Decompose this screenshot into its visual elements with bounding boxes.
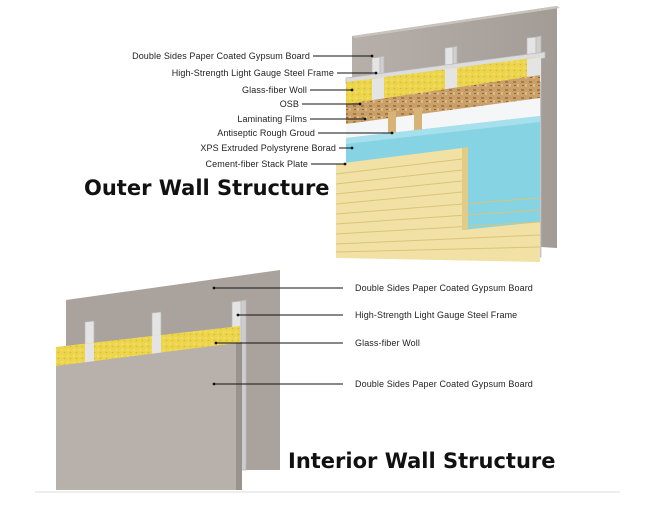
interior-label-gypsum-board-bottom: Double Sides Paper Coated Gypsum Board <box>355 379 533 389</box>
outer-label-laminating-films: Laminating Films <box>237 114 307 124</box>
outer-label-cement-fiber: Cement-fiber Stack Plate <box>205 159 308 169</box>
interior-label-gypsum-board-top: Double Sides Paper Coated Gypsum Board <box>355 283 533 293</box>
outer-wall-title: Outer Wall Structure <box>84 176 330 200</box>
outer-label-glass-fiber: Glass-fiber Woll <box>242 85 307 95</box>
outer-label-gypsum-board: Double Sides Paper Coated Gypsum Board <box>132 51 310 61</box>
outer-glass-fiber <box>346 57 540 104</box>
interior-label-glass-fiber: Glass-fiber Woll <box>355 338 420 348</box>
interior-label-steel-frame: High-Strength Light Gauge Steel Frame <box>355 310 518 320</box>
interior-wall-graphic <box>56 270 343 490</box>
interior-front-gypsum <box>56 343 236 490</box>
outer-label-osb: OSB <box>279 99 299 109</box>
outer-gypsum-top-edge <box>352 6 560 38</box>
outer-label-rough-ground: Antiseptic Rough Groud <box>217 128 315 138</box>
interior-wall-title: Interior Wall Structure <box>288 449 556 473</box>
outer-label-xps: XPS Extruded Polystyrene Borad <box>200 143 336 153</box>
outer-cement-fiber-siding <box>335 147 541 262</box>
outer-label-steel-frame: High-Strength Light Gauge Steel Frame <box>171 68 334 78</box>
interior-leader-lines <box>214 287 343 385</box>
outer-wall-graphic <box>302 6 560 262</box>
outer-leader-lines <box>302 55 392 165</box>
